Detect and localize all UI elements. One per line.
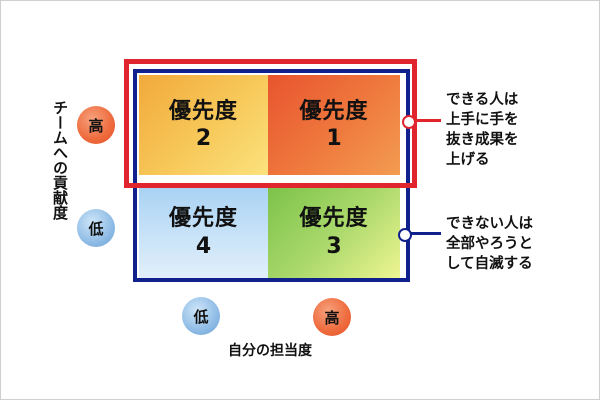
top-annotation: できる人は 上手に手を 抜き成果を 上げる bbox=[446, 90, 586, 170]
quadrant-number: 2 bbox=[195, 126, 212, 151]
x-axis-low-marker: 低 bbox=[182, 297, 220, 335]
annotation-line: できない人は bbox=[446, 216, 533, 232]
quadrant-number: 1 bbox=[326, 126, 342, 151]
x-axis-label: 自分の担当度 bbox=[228, 343, 312, 359]
y-axis-low-marker: 低 bbox=[77, 209, 115, 247]
annotation-line: 抜き成果を bbox=[446, 132, 519, 148]
quadrant-title: 優先度 bbox=[299, 206, 369, 231]
top-note-connector-dot bbox=[402, 115, 416, 129]
quadrant-priority-1: 優先度 1 bbox=[268, 75, 400, 175]
quadrant-number: 3 bbox=[326, 233, 342, 259]
quadrant-priority-2: 優先度 2 bbox=[139, 75, 268, 175]
annotation-line: 上手に手を bbox=[446, 112, 519, 128]
quadrant-priority-4: 優先度 4 bbox=[139, 187, 268, 278]
quadrant-title: 優先度 bbox=[168, 98, 238, 124]
quadrant-title: 優先度 bbox=[299, 98, 369, 124]
quadrant-number: 4 bbox=[195, 233, 212, 259]
x-axis-high-marker: 高 bbox=[313, 298, 351, 336]
annotation-line: できる人は bbox=[446, 92, 519, 108]
quadrant-title: 優先度 bbox=[168, 206, 238, 231]
bottom-annotation: できない人は 全部やろうと して自滅する bbox=[446, 214, 596, 274]
quadrant-priority-3: 優先度 3 bbox=[268, 187, 400, 278]
top-group-outline bbox=[124, 59, 417, 188]
bottom-group-outline bbox=[133, 69, 410, 282]
bottom-note-connector-dot bbox=[398, 228, 412, 242]
annotation-line: 上げる bbox=[446, 152, 490, 168]
annotation-line: 全部やろうと bbox=[446, 236, 533, 252]
bottom-note-connector bbox=[402, 232, 441, 235]
y-axis-label: チームへの貢献度 bbox=[51, 100, 69, 220]
top-note-connector bbox=[407, 119, 441, 122]
y-axis-high-marker: 高 bbox=[77, 106, 115, 144]
annotation-line: して自滅する bbox=[446, 256, 533, 272]
